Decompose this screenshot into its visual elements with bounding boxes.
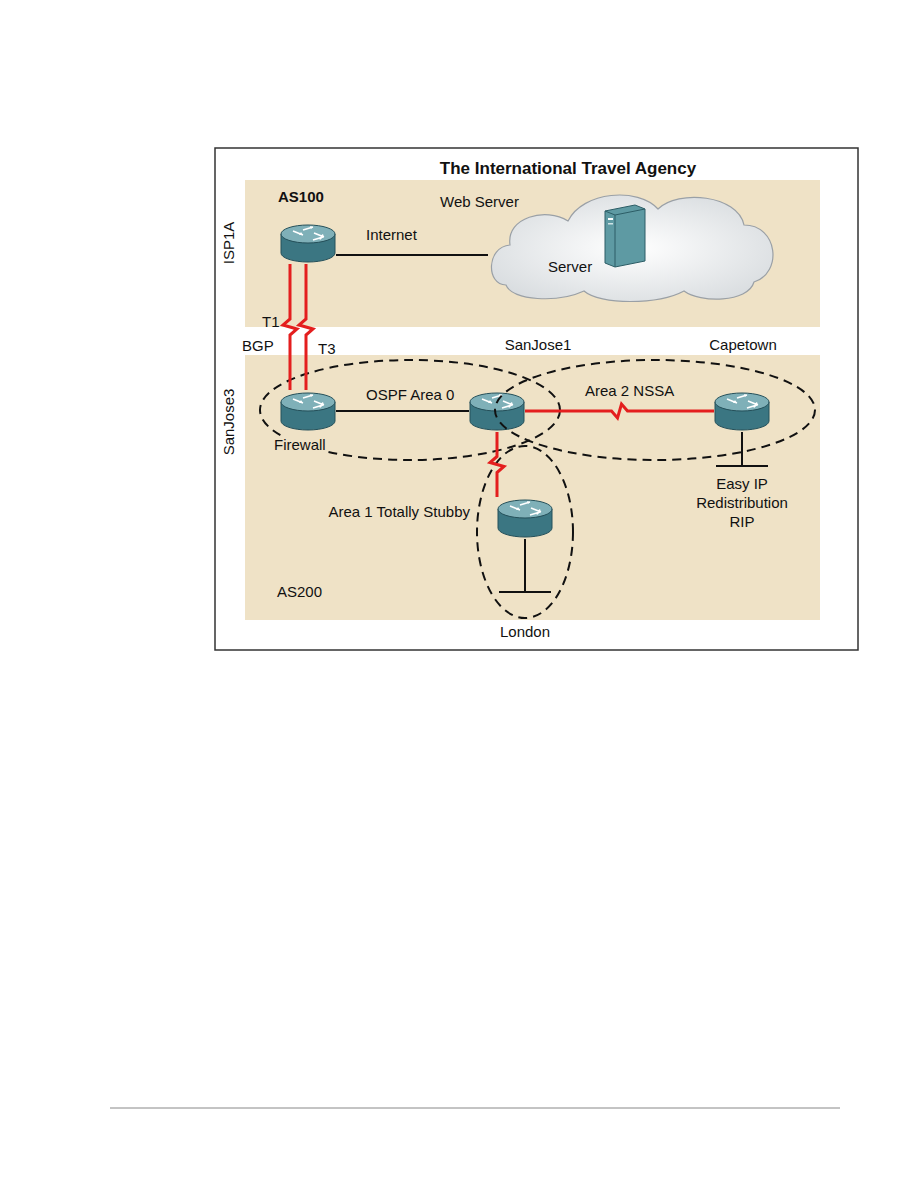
- node-label: SanJose3: [220, 389, 238, 456]
- node-label: SanJose1: [505, 336, 572, 354]
- area-label: Area 2 NSSA: [583, 382, 676, 400]
- node-label: Capetown: [709, 336, 777, 354]
- router-node: ISP1A: [280, 222, 336, 264]
- area-label: OSPF Area 0: [364, 386, 456, 404]
- as-region: AS100ISP1AWeb ServerServer: [245, 180, 820, 327]
- router-icon: [469, 390, 525, 432]
- region-label: AS200: [275, 583, 324, 601]
- node-label: ISP1A: [220, 222, 238, 265]
- internet-cloud: Web ServerServer: [488, 185, 780, 303]
- router-node: London: [497, 497, 553, 539]
- router-icon: [714, 390, 770, 432]
- router-node: SanJose3Firewall: [280, 390, 336, 432]
- ethernet-link: [336, 410, 469, 412]
- router-icon: [280, 390, 336, 432]
- link-label: T1: [262, 313, 280, 331]
- link-label: T3: [318, 340, 336, 358]
- as-region: AS200 SanJose3Firewall SanJose1 CapetownEas…: [245, 355, 820, 620]
- region-label: AS100: [278, 188, 324, 206]
- area-label: BGP: [242, 337, 274, 355]
- node-label: London: [500, 623, 550, 641]
- lan-segment: [499, 539, 551, 592]
- serial-link: [490, 432, 504, 497]
- area-label: Area 1 Totally Stubby: [327, 503, 472, 521]
- node-label: Web Server: [440, 193, 519, 211]
- router-icon: [280, 222, 336, 264]
- router-icon: [497, 497, 553, 539]
- cloud-shape: [488, 185, 780, 303]
- ethernet-link: [336, 254, 488, 256]
- area2-outline: [495, 360, 815, 460]
- node-label: Server: [548, 258, 592, 276]
- frame: [215, 148, 858, 650]
- node-label: Easy IP Redistribution RIP: [681, 474, 803, 531]
- link-label: Internet: [364, 226, 419, 244]
- lan-segment: [716, 432, 768, 466]
- footer-rule: [110, 1108, 840, 1109]
- serial-link: [283, 264, 297, 390]
- serial-link: [299, 264, 313, 390]
- router-node: CapetownEasy IP Redistribution RIP: [714, 390, 770, 432]
- serial-link: [525, 404, 714, 418]
- area1-outline: [477, 446, 573, 618]
- router-node: SanJose1: [469, 390, 525, 432]
- node-label: Firewall: [272, 436, 328, 454]
- diagram-title: The International Travel Agency: [440, 158, 696, 179]
